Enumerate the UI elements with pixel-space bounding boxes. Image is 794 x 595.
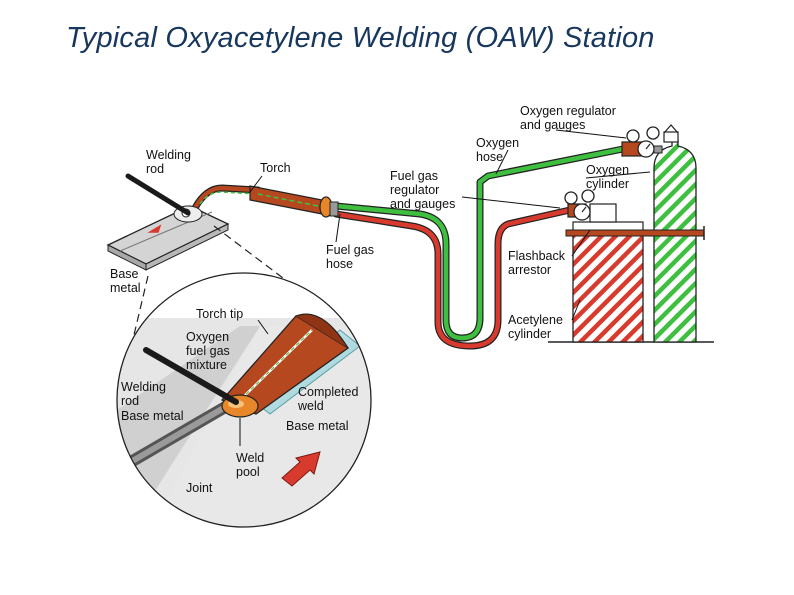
label-torch-tip: Torch tip: [196, 307, 243, 321]
oxygen-cylinder: [653, 124, 697, 343]
label-joint: Joint: [186, 481, 213, 495]
inset-welding-rod: [143, 347, 239, 405]
acetylene-cylinder: [572, 203, 644, 343]
oxygen-regulator: [621, 126, 663, 158]
travel-direction-arrow: [281, 451, 321, 487]
torch: [191, 184, 339, 218]
label-inset-base-metal-left: Base metal: [121, 409, 184, 423]
welding-rod: [125, 173, 191, 216]
fuel-gas-regulator: [564, 189, 595, 221]
label-inset-base-metal-right: Base metal: [286, 419, 349, 433]
cylinder-retaining-bar: [565, 226, 705, 240]
inset-detail: [116, 272, 372, 528]
base-metal-plate: [106, 205, 230, 271]
torch-tip-detail: [220, 313, 350, 415]
page-title: Typical Oxyacetylene Welding (OAW) Stati…: [66, 22, 655, 54]
label-torch: Torch: [260, 161, 291, 175]
leader-lines: [239, 129, 651, 446]
